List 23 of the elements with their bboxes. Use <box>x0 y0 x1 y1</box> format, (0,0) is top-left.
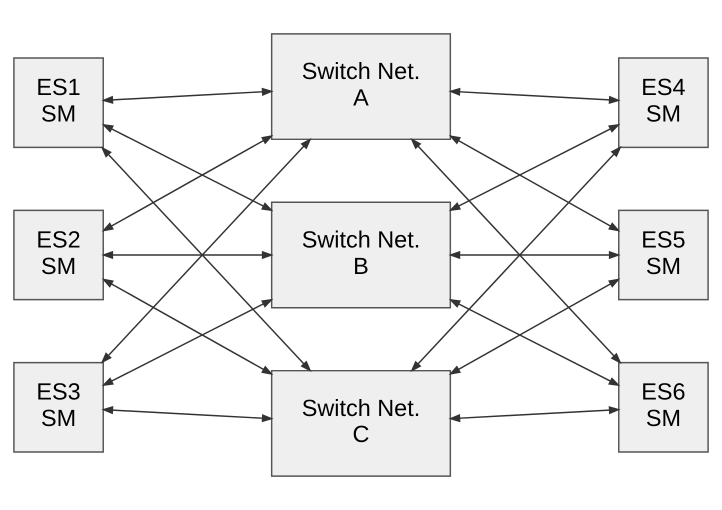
arrow <box>448 298 620 386</box>
node-box: Switch Net. C <box>270 370 452 477</box>
arrow <box>448 406 621 422</box>
arrow <box>448 250 621 260</box>
arrow <box>101 406 274 422</box>
arrow <box>448 124 620 212</box>
node-box: ES6 SM <box>618 362 709 453</box>
node-box: ES1 SM <box>13 57 104 148</box>
node-box: ES2 SM <box>13 210 104 300</box>
arrow <box>102 298 274 386</box>
node-box: Switch Net. B <box>270 202 452 308</box>
arrow <box>102 278 274 375</box>
arrow <box>448 88 621 104</box>
arrow <box>101 88 274 104</box>
node-box: ES4 SM <box>618 57 709 148</box>
arrow <box>101 250 274 260</box>
arrow <box>448 278 620 375</box>
arrow <box>102 135 274 232</box>
node-box: Switch Net. A <box>270 33 452 140</box>
node-box: ES5 SM <box>618 210 709 300</box>
node-box: ES3 SM <box>13 362 104 453</box>
arrow <box>448 135 620 232</box>
arrow <box>102 124 274 212</box>
